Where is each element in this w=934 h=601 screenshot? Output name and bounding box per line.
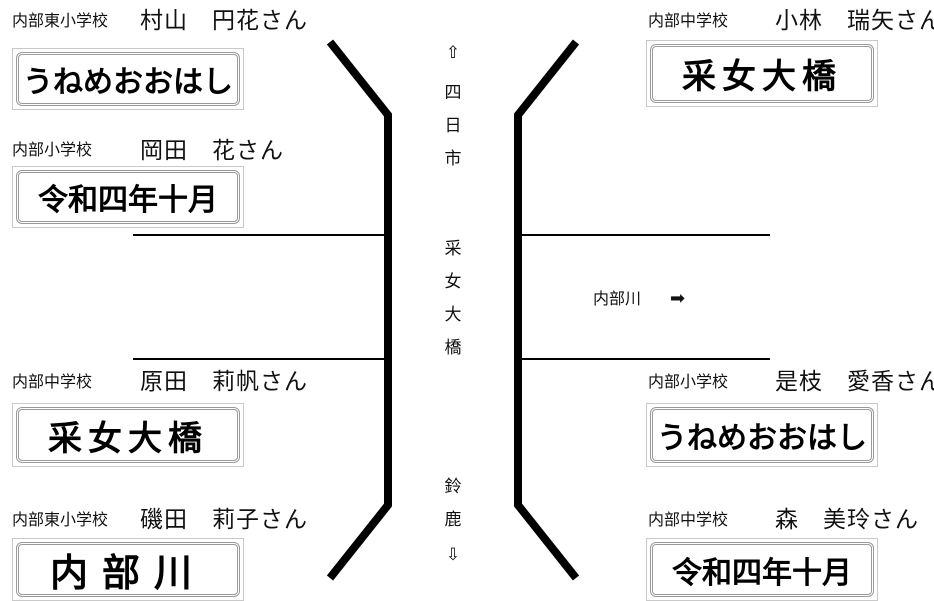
- nameplate-text: 令和四年十月: [16, 170, 240, 224]
- school-label: 内部中学校: [648, 11, 729, 30]
- student-name: 岡田 花さん: [140, 138, 284, 164]
- school-label: 内部小学校: [648, 372, 729, 391]
- right-arrow-icon: ➡: [670, 288, 686, 309]
- nameplate-text: 令和四年十月: [650, 542, 874, 597]
- nameplate-text: うねめおおはし: [650, 407, 874, 463]
- nameplate: 采女大橋: [12, 403, 244, 467]
- yokkaichi-char: 四: [444, 83, 462, 103]
- bridge-left-rail: [326, 39, 392, 581]
- suzuka-char: 鹿: [444, 510, 462, 530]
- school-label: 内部小学校: [12, 140, 93, 159]
- bridge-name-char: 采: [444, 239, 462, 259]
- student-name: 村山 円花さん: [140, 8, 308, 34]
- bridge-right-rail: [514, 39, 580, 581]
- school-label: 内部東小学校: [12, 510, 109, 529]
- student-name: 森 美玲さん: [775, 507, 919, 533]
- river-label: 内部川: [593, 289, 642, 308]
- bridge-name-char: 女: [444, 272, 462, 292]
- nameplate-text: 采女大橋: [16, 407, 240, 463]
- up-arrow-icon: ⇧: [445, 43, 461, 63]
- school-label: 内部中学校: [648, 510, 729, 529]
- bridge-name-char: 大: [444, 305, 462, 325]
- yokkaichi-char: 市: [444, 149, 462, 169]
- nameplate-text: うねめおおはし: [16, 52, 240, 106]
- nameplate: 令和四年十月: [12, 166, 244, 228]
- yokkaichi-char: 日: [444, 116, 462, 136]
- nameplate: うねめおおはし: [646, 403, 878, 467]
- nameplate: うねめおおはし: [12, 48, 244, 110]
- student-name: 磯田 莉子さん: [140, 507, 308, 533]
- student-name: 原田 莉帆さん: [140, 369, 308, 395]
- down-arrow-icon: ⇩: [445, 545, 461, 565]
- nameplate-text: 采女大橋: [650, 44, 874, 103]
- student-name: 是枝 愛香さん: [775, 369, 934, 395]
- suzuka-char: 鈴: [444, 477, 462, 497]
- nameplate: 采女大橋: [646, 40, 878, 107]
- bridge-name-char: 橋: [444, 338, 462, 358]
- nameplate: 令和四年十月: [646, 538, 878, 601]
- school-label: 内部東小学校: [12, 11, 109, 30]
- nameplate: 内部川: [12, 538, 244, 601]
- nameplate-text: 内部川: [16, 542, 240, 597]
- student-name: 小林 瑞矢さん: [775, 8, 934, 34]
- school-label: 内部中学校: [12, 372, 93, 391]
